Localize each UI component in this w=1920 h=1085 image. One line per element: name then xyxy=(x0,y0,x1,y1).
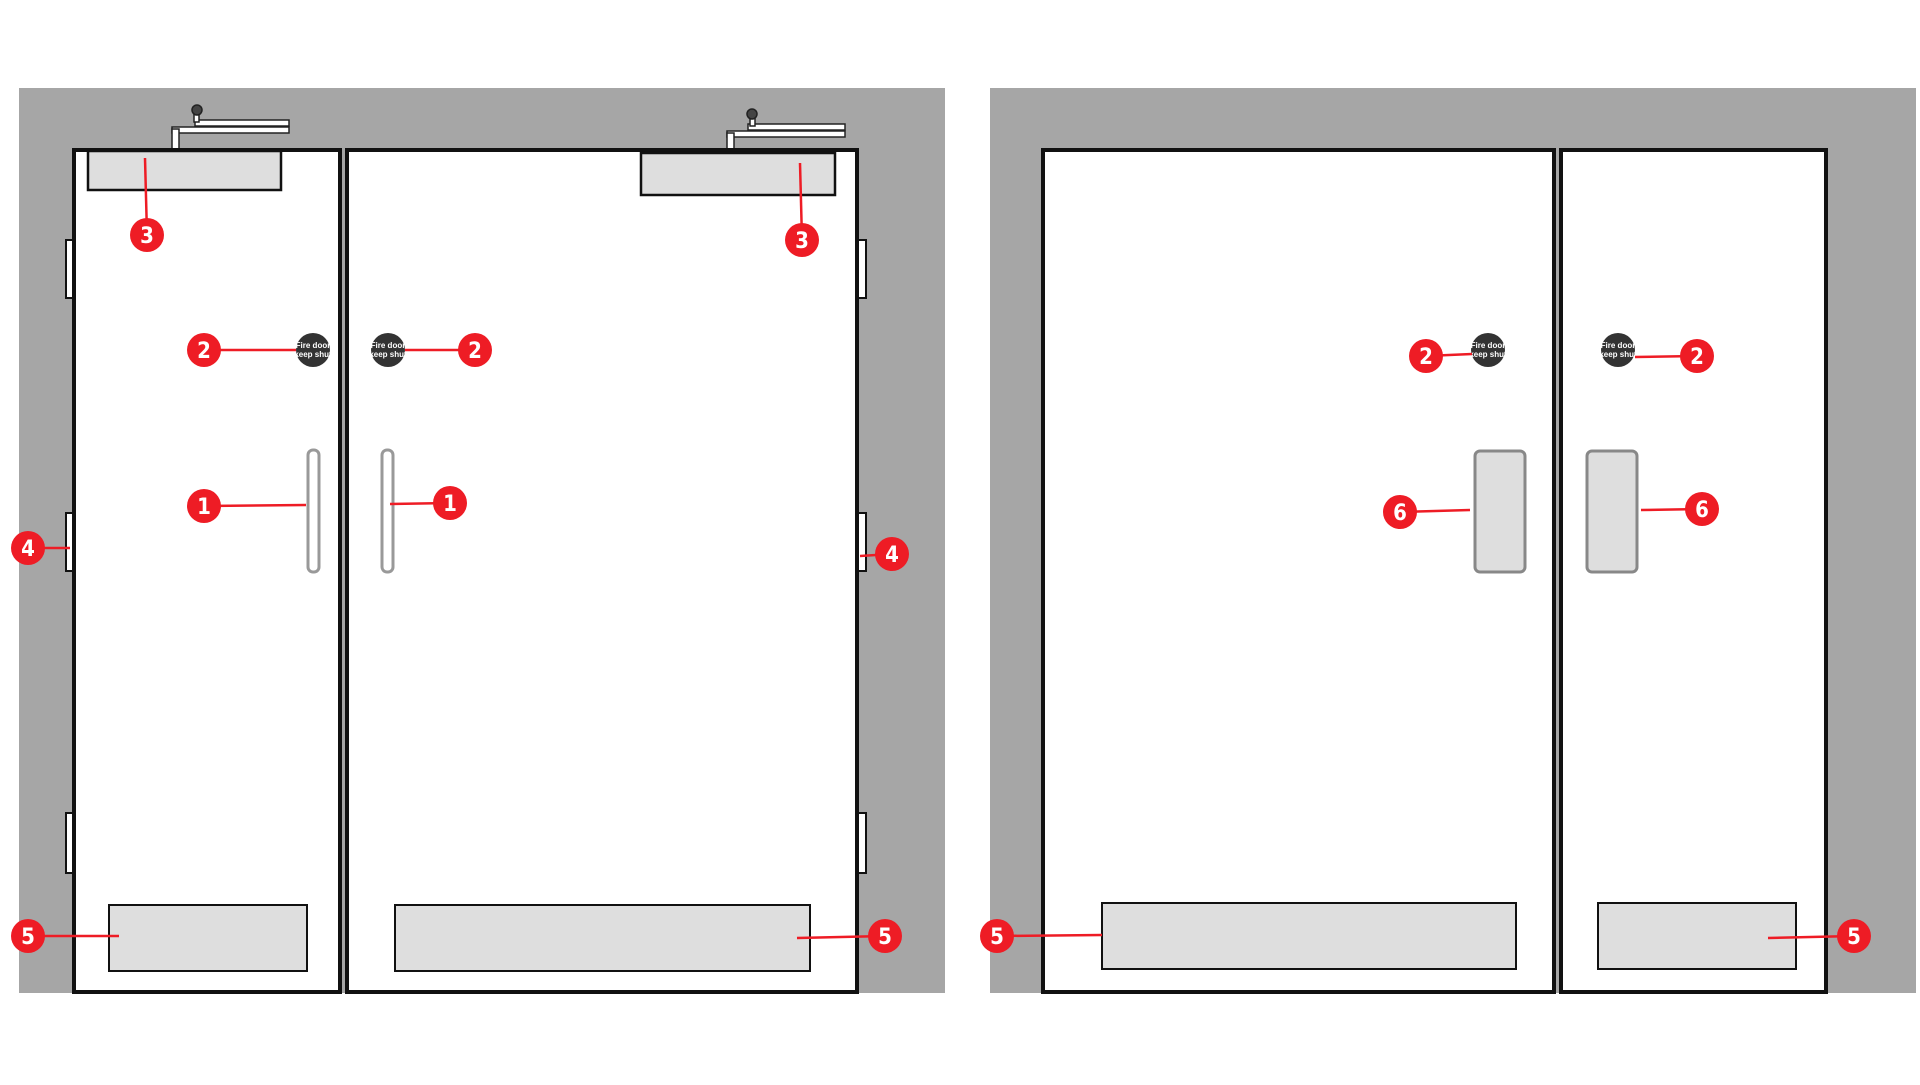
right-door-diagram: Fire door keep shut Fire door keep shut … xyxy=(980,88,1916,994)
left-door-leaf-wide xyxy=(345,148,859,994)
callout-number: 2 xyxy=(1419,345,1433,370)
fire-door-sign-line1: Fire door xyxy=(1471,341,1506,350)
callout-number: 5 xyxy=(990,925,1004,950)
fire-door-sign: Fire door keep shut xyxy=(1599,333,1637,367)
callout-fire-door-sign: 2 xyxy=(405,333,492,367)
left-door-leaf-narrow xyxy=(72,148,342,994)
callout-fire-door-sign: 2 xyxy=(1409,339,1473,373)
callout-fire-door-sign: 2 xyxy=(1634,339,1714,373)
door-closer-body-right xyxy=(639,151,837,197)
fire-door-sign-line2: keep shut xyxy=(1599,350,1637,359)
kick-plate-left xyxy=(108,904,308,972)
callout-hinge: 4 xyxy=(11,531,70,565)
kick-plate-narrow xyxy=(1597,902,1797,970)
callout-push-plate: 6 xyxy=(1383,495,1471,529)
fire-door-sign: Fire door keep shut xyxy=(369,333,407,367)
fire-door-sign: Fire door keep shut xyxy=(294,333,332,367)
callout-door-closer: 3 xyxy=(130,157,164,252)
callout-number: 5 xyxy=(878,925,892,950)
callout-number: 4 xyxy=(21,537,35,562)
callout-number: 2 xyxy=(1690,345,1704,370)
callout-number: 4 xyxy=(885,543,899,568)
callout-number: 2 xyxy=(197,339,211,364)
fire-door-sign-line1: Fire door xyxy=(1601,341,1636,350)
callout-number: 6 xyxy=(1695,498,1709,523)
pull-handle-right xyxy=(380,448,395,574)
callout-kick-plate: 5 xyxy=(980,919,1103,953)
fire-door-sign-line2: keep shut xyxy=(369,350,407,359)
fire-door-sign-line2: keep shut xyxy=(294,350,332,359)
fire-door-sign-line2: keep shut xyxy=(1469,350,1507,359)
callout-door-closer: 3 xyxy=(785,162,819,257)
callout-number: 1 xyxy=(197,495,211,520)
callout-number: 3 xyxy=(795,229,809,254)
push-plate-right xyxy=(1585,449,1639,574)
callout-kick-plate: 5 xyxy=(1767,919,1871,953)
callout-pull-handle: 1 xyxy=(187,489,307,523)
pull-handle-left xyxy=(306,448,321,574)
callout-number: 6 xyxy=(1393,501,1407,526)
callout-number: 3 xyxy=(140,224,154,249)
callout-kick-plate: 5 xyxy=(11,919,119,953)
kick-plate-wide xyxy=(1101,902,1517,970)
fire-door-sign: Fire door keep shut xyxy=(1469,333,1507,367)
callout-push-plate: 6 xyxy=(1640,492,1719,526)
left-leaf-closer-arm xyxy=(171,104,290,152)
callout-fire-door-sign: 2 xyxy=(187,333,296,367)
callout-number: 2 xyxy=(468,339,482,364)
callout-number: 1 xyxy=(443,492,457,517)
fire-door-sign-line1: Fire door xyxy=(371,341,406,350)
callout-number: 5 xyxy=(1847,925,1861,950)
door-closer-body-left xyxy=(86,149,283,192)
callout-kick-plate: 5 xyxy=(796,919,902,953)
kick-plate-right xyxy=(394,904,811,972)
fire-door-sign-line1: Fire door xyxy=(296,341,331,350)
callout-number: 5 xyxy=(21,925,35,950)
callout-pull-handle: 1 xyxy=(389,486,467,520)
callout-hinge: 4 xyxy=(859,537,909,571)
left-door-diagram: Fire door keep shut Fire door keep shut … xyxy=(11,88,945,994)
right-door-leaf-wide xyxy=(1041,148,1556,994)
push-plate-left xyxy=(1473,449,1527,574)
